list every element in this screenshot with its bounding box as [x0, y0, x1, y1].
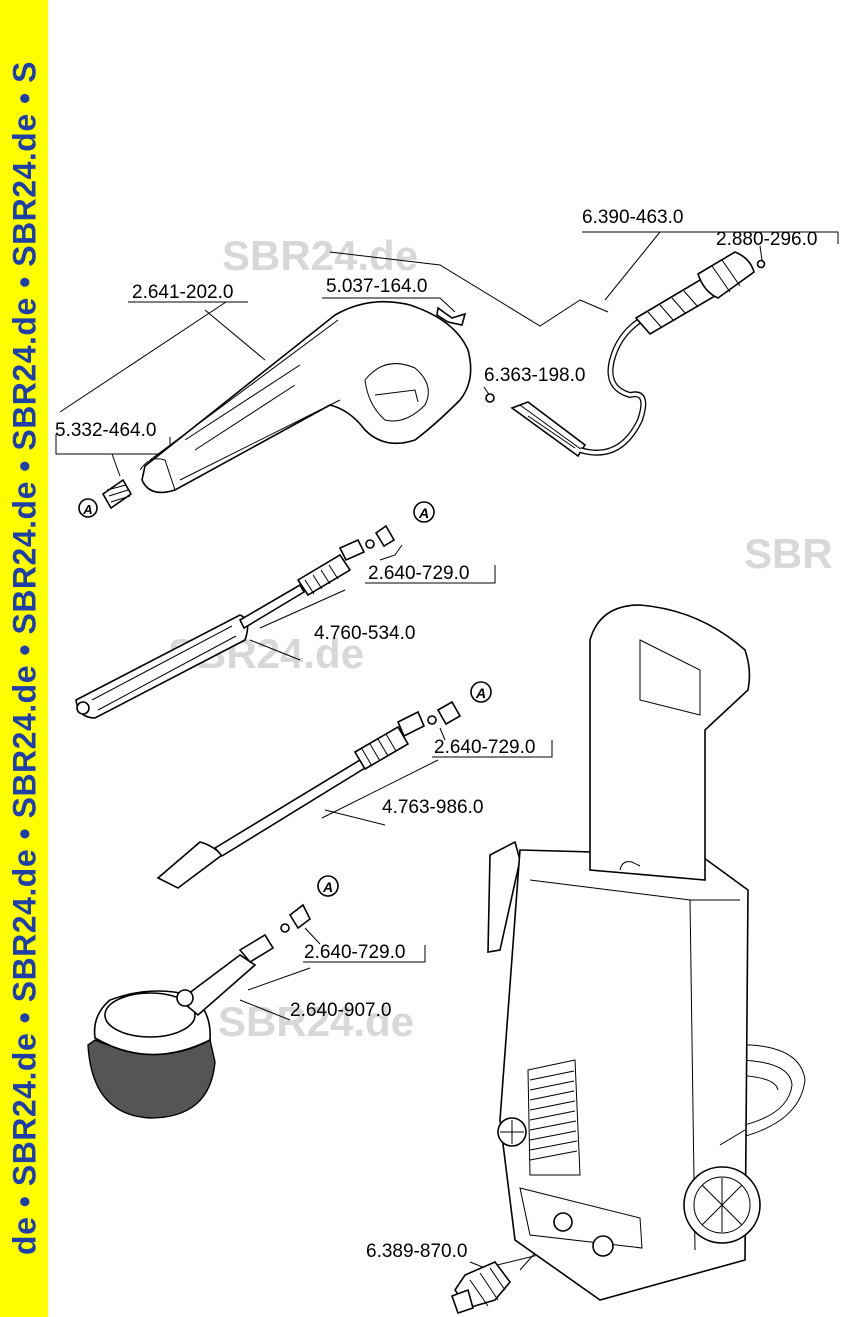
part-number-nozzle-set: 2.640-729.0: [368, 563, 470, 584]
water-connector: [450, 1261, 512, 1315]
spray-lance: A: [75, 501, 435, 719]
spring: A: [78, 478, 133, 518]
callout-a: A: [82, 502, 92, 517]
callout-a: A: [475, 685, 486, 701]
watermark: SBR: [744, 530, 833, 577]
part-number-hose: 6.390-463.0: [582, 207, 684, 228]
gun-clip: [436, 306, 467, 326]
part-number-spray-gun: 2.641-202.0: [132, 282, 234, 303]
wash-brush: A: [87, 875, 339, 1119]
pressure-washer-unit: [487, 604, 806, 1301]
part-number-wash-brush: 2.640-907.0: [290, 1000, 392, 1021]
callout-a: A: [418, 505, 429, 521]
spray-gun: [139, 300, 472, 494]
watermark: SBR24.de: [218, 998, 415, 1045]
dirt-blaster-lance: A: [156, 681, 492, 889]
callout-a: A: [322, 879, 333, 895]
part-number-spray-lance: 4.760-534.0: [314, 623, 416, 644]
watermark: SBR24.de: [222, 232, 419, 279]
part-number-hose-ring: 2.880-296.0: [716, 229, 818, 250]
part-number-nozzle-set: 2.640-729.0: [304, 942, 406, 963]
part-number-water-connector: 6.389-870.0: [366, 1241, 468, 1262]
high-pressure-hose: [485, 251, 766, 458]
part-number-o-ring: 6.363-198.0: [484, 365, 586, 386]
part-number-dirt-blaster: 4.763-986.0: [382, 797, 484, 818]
part-number-spring: 5.332-464.0: [55, 420, 157, 441]
part-number-gun-clip: 5.037-164.0: [326, 276, 428, 297]
watermark-strip: de • SBR24.de • SBR24.de • SBR24.de • SB…: [0, 0, 48, 1317]
part-number-nozzle-set: 2.640-729.0: [434, 737, 536, 758]
